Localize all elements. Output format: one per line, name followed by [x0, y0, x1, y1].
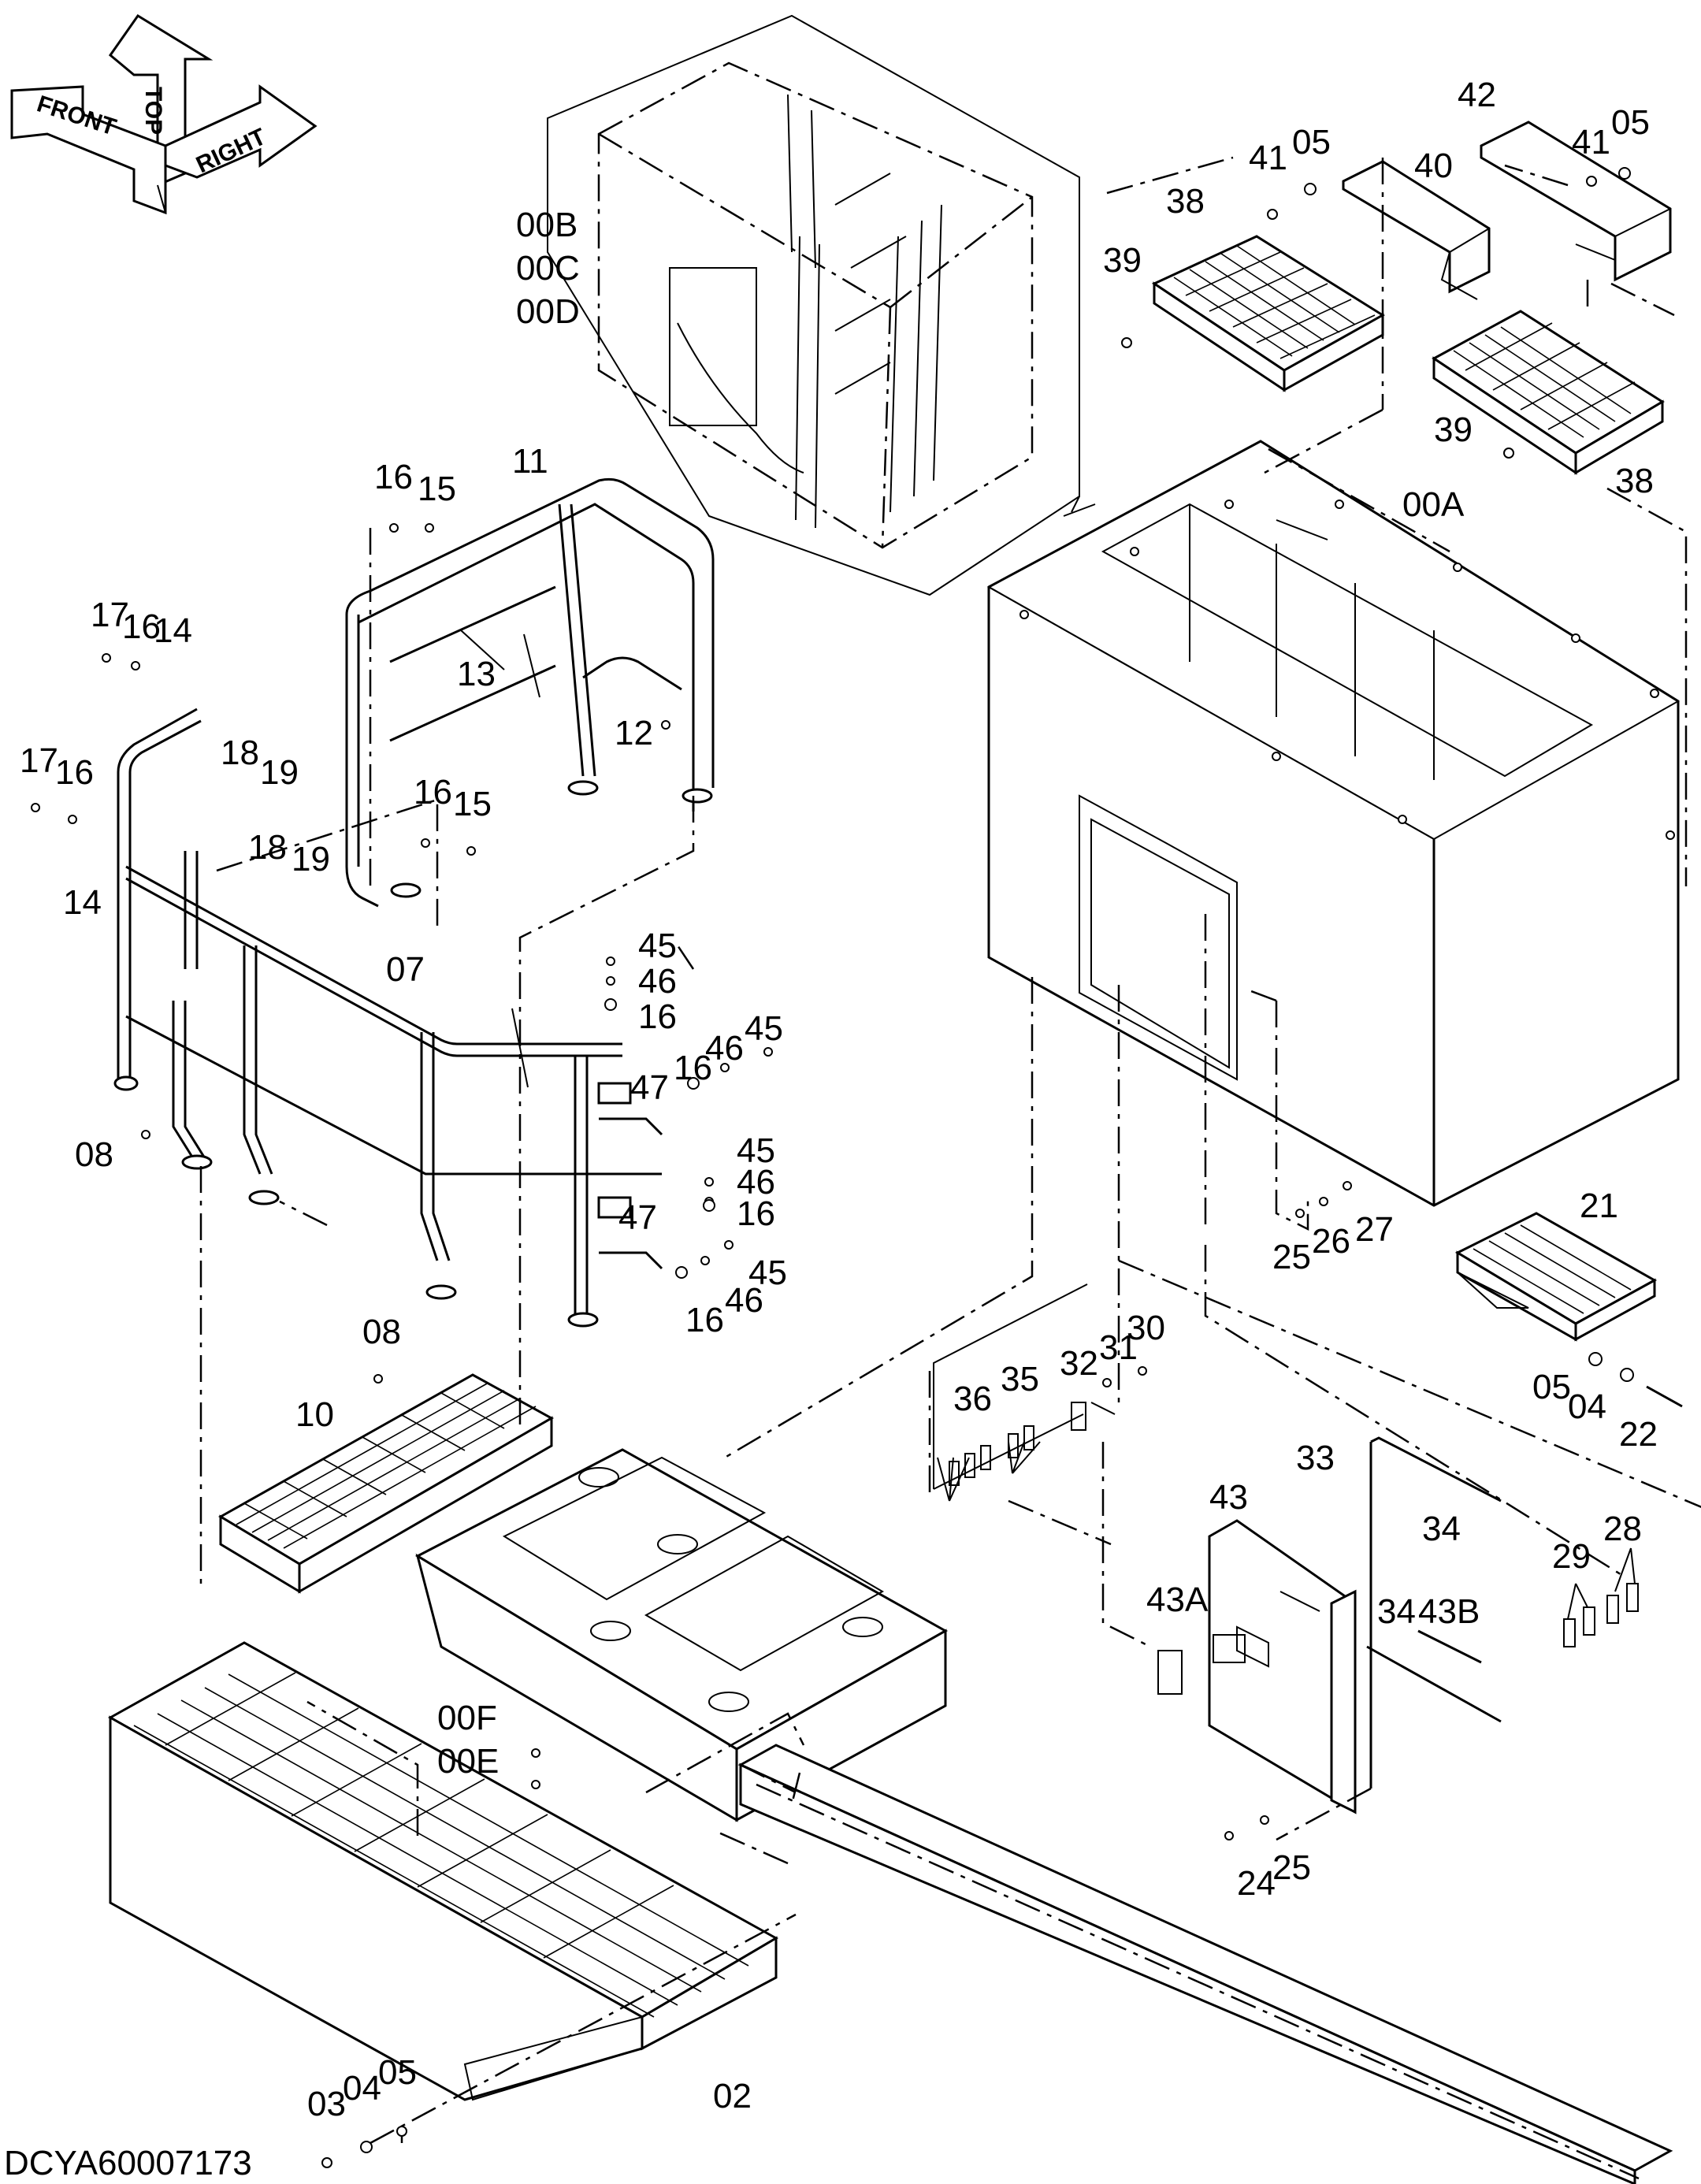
callout-00A: 00A: [1402, 485, 1465, 524]
callout-11: 11: [512, 442, 548, 481]
callout-42: 42: [1458, 76, 1496, 114]
callout-30: 30: [1127, 1309, 1165, 1347]
platform-02: [107, 1641, 779, 2101]
callout-15: 15: [418, 470, 456, 508]
callout-45: 45: [737, 1131, 775, 1170]
callout-13: 13: [457, 655, 496, 693]
callout-34: 34: [1377, 1592, 1416, 1631]
callout-07: 07: [386, 950, 425, 989]
latch-parts: [933, 1283, 1151, 1648]
callout-18: 18: [221, 734, 259, 772]
wiring-assembly: [547, 14, 1080, 596]
fasteners: [31, 167, 1683, 2168]
grating-step-10: [218, 1373, 555, 1594]
callout-04: 04: [1568, 1387, 1606, 1426]
callout-46: 46: [705, 1029, 744, 1068]
top-label: TOP: [140, 87, 166, 135]
callout-40: 40: [1414, 147, 1453, 185]
callout-46: 46: [725, 1281, 763, 1320]
callout-29: 29: [1552, 1537, 1591, 1576]
callout-32: 32: [1060, 1344, 1098, 1383]
callout-00C: 00C: [516, 249, 580, 288]
step-38-lower: [1432, 310, 1665, 475]
callout-17: 17: [91, 596, 129, 634]
callout-45: 45: [638, 927, 677, 965]
callout-05: 05: [1292, 123, 1331, 162]
orientation-arrows: TOP FRONT RIGHT: [10, 13, 318, 215]
callout-00F: 00F: [437, 1699, 497, 1737]
callout-39: 39: [1434, 410, 1473, 449]
callout-27: 27: [1355, 1210, 1394, 1249]
callout-17: 17: [20, 741, 58, 780]
callout-25: 25: [1272, 1238, 1311, 1276]
handrail-11: [345, 477, 715, 908]
callout-43: 43: [1209, 1478, 1248, 1517]
callout-45: 45: [745, 1009, 783, 1048]
callout-24: 24: [1237, 1864, 1276, 1903]
callout-25: 25: [1272, 1848, 1311, 1887]
callout-28: 28: [1603, 1510, 1642, 1548]
step-38-upper: [1151, 235, 1385, 392]
door-43: [1157, 1519, 1357, 1814]
callout-00E: 00E: [437, 1742, 499, 1781]
callout-46: 46: [638, 962, 677, 1001]
bracket-40: [1342, 160, 1491, 300]
callout-16: 16: [55, 753, 94, 792]
callout-21: 21: [1580, 1187, 1618, 1225]
callout-18: 18: [248, 828, 287, 867]
callout-46: 46: [737, 1163, 775, 1202]
callout-36: 36: [953, 1380, 992, 1418]
long-beam: [737, 1744, 1673, 2184]
callout-43A: 43A: [1146, 1580, 1209, 1619]
callout-22: 22: [1619, 1415, 1658, 1454]
callout-05: 05: [1532, 1368, 1571, 1406]
callout-labels: 00B 00C 00D 00A 00F 00E 42 41 05 40 41 0…: [20, 76, 1658, 2123]
callout-16: 16: [638, 997, 677, 1036]
callout-38: 38: [1615, 462, 1654, 500]
callout-16: 16: [685, 1301, 724, 1339]
callout-39: 39: [1103, 241, 1142, 280]
callout-43B: 43B: [1418, 1592, 1480, 1631]
callout-00B: 00B: [516, 206, 578, 244]
callout-12: 12: [615, 714, 653, 752]
callout-41: 41: [1572, 123, 1610, 162]
callout-03: 03: [307, 2085, 346, 2123]
callout-14: 14: [63, 883, 102, 922]
callout-16: 16: [737, 1194, 775, 1233]
callout-19: 19: [260, 753, 299, 792]
drawing-code: DCYA60007173: [4, 2144, 252, 2182]
callout-08: 08: [362, 1313, 401, 1351]
callout-15: 15: [453, 785, 492, 823]
callout-08: 08: [75, 1135, 113, 1174]
callout-05: 05: [378, 2053, 417, 2092]
callout-34: 34: [1422, 1510, 1461, 1548]
callout-47: 47: [630, 1068, 669, 1107]
cab-box-00A: [986, 440, 1680, 1207]
bracket-42: [1480, 121, 1672, 282]
callout-47: 47: [618, 1198, 657, 1237]
callout-41: 41: [1249, 139, 1287, 177]
callout-35: 35: [1001, 1360, 1039, 1398]
callout-16: 16: [374, 458, 413, 496]
callout-38: 38: [1166, 182, 1205, 221]
callout-14: 14: [154, 611, 192, 650]
seal-33-34: [1366, 1436, 1502, 1788]
callout-04: 04: [343, 2069, 381, 2108]
callout-19: 19: [292, 840, 330, 878]
callout-10: 10: [295, 1395, 334, 1434]
hinges: [1563, 1583, 1639, 1647]
callout-02: 02: [713, 2077, 752, 2115]
callout-16: 16: [414, 773, 452, 812]
callout-00D: 00D: [516, 292, 580, 331]
callout-45: 45: [748, 1254, 787, 1292]
callout-05: 05: [1611, 103, 1650, 142]
callout-16: 16: [122, 607, 161, 646]
callout-26: 26: [1312, 1222, 1350, 1261]
step-21: [1454, 1212, 1658, 1342]
handrail-07: [113, 708, 663, 1328]
callout-33: 33: [1296, 1439, 1335, 1477]
callout-31: 31: [1099, 1328, 1138, 1367]
